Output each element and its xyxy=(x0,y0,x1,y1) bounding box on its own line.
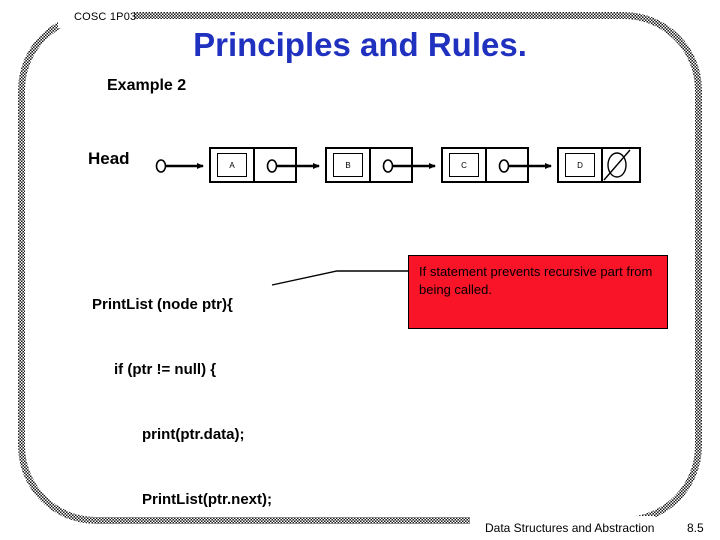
page-number-frame-notch xyxy=(676,516,716,536)
node-data-cell: A xyxy=(211,149,255,181)
head-pointer-dot xyxy=(155,159,167,173)
page-title: Principles and Rules. xyxy=(193,26,527,63)
node-data-cell: B xyxy=(327,149,371,181)
course-label: COSC 1P03 xyxy=(74,11,137,23)
code-line-3: print(ptr.data); xyxy=(142,426,245,443)
node-null-pointer-cell xyxy=(603,149,639,181)
node-value: A xyxy=(217,153,247,177)
node-pointer-cell xyxy=(487,149,527,181)
node-pointer-cell xyxy=(371,149,411,181)
subtitle-example: Example 2 xyxy=(107,77,187,94)
list-node-b: B xyxy=(325,147,413,183)
node-value: D xyxy=(565,153,595,177)
node-data-cell: D xyxy=(559,149,603,181)
code-line-4: PrintList(ptr.next); xyxy=(142,491,272,509)
list-node-d: D xyxy=(557,147,641,183)
head-pointer-label: Head xyxy=(88,149,130,168)
footer-title: Data Structures and Abstraction xyxy=(485,521,655,535)
node-value: B xyxy=(333,153,363,177)
code-line-2: if (ptr != null) { xyxy=(114,360,217,378)
footer-frame-notch xyxy=(470,516,655,536)
header-frame-notch xyxy=(58,6,134,28)
node-data-cell: C xyxy=(443,149,487,181)
code-block: PrintList (node ptr){ if (ptr != null) {… xyxy=(92,250,272,540)
list-node-a: A xyxy=(209,147,297,183)
code-line-1: PrintList (node ptr){ xyxy=(92,295,233,313)
callout-text: If statement prevents recursive part fro… xyxy=(419,264,653,297)
node-value: C xyxy=(449,153,479,177)
callout-connector-line xyxy=(271,270,408,286)
page-number: 8.5 xyxy=(687,521,704,535)
callout-box: If statement prevents recursive part fro… xyxy=(408,255,668,329)
node-pointer-cell xyxy=(255,149,295,181)
list-node-c: C xyxy=(441,147,529,183)
